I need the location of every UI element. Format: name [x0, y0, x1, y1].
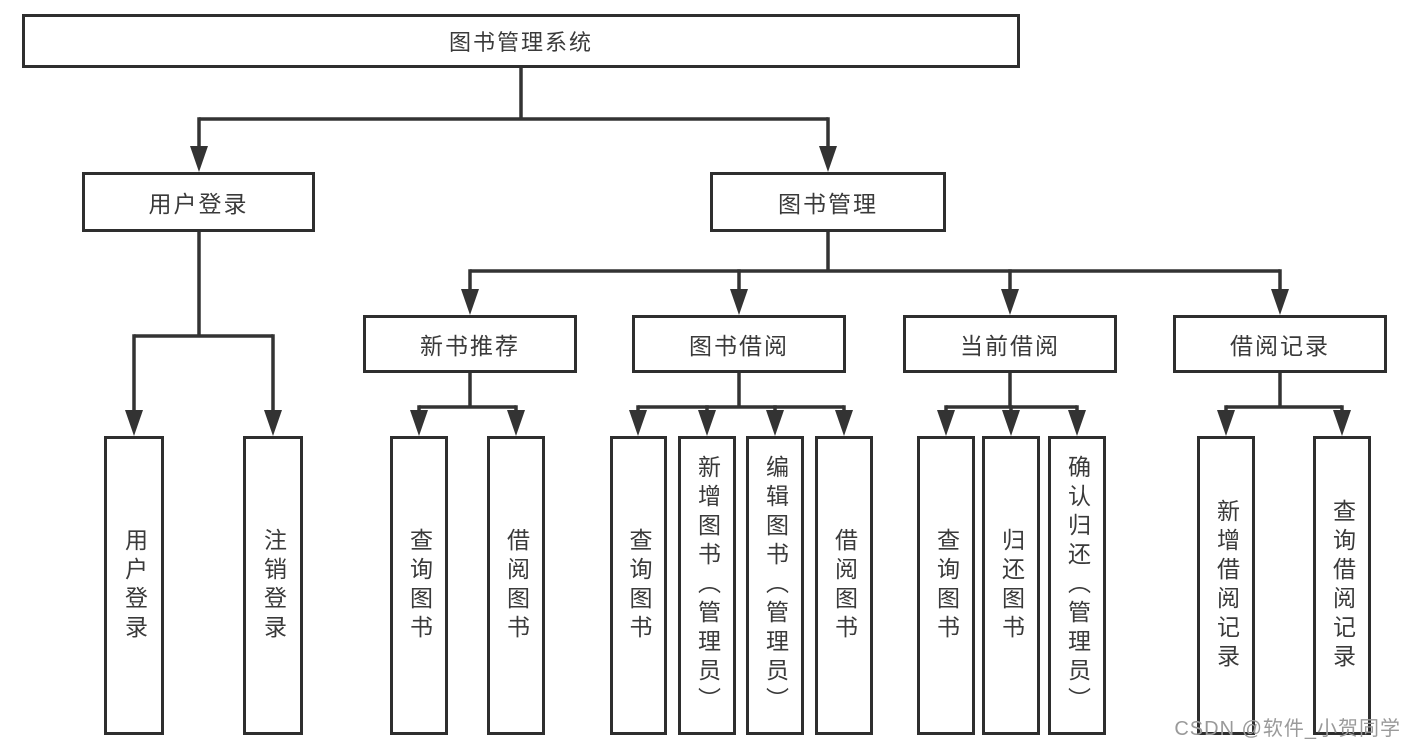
node-label: 新书推荐: [420, 333, 520, 359]
arrowhead-down-icon: [1271, 289, 1289, 315]
arrowhead-down-icon: [766, 410, 784, 436]
diagram-node-leaf-newrec-borrow-books: 借阅图书: [487, 436, 545, 735]
diagram-node-module-new-book-recommend: 新书推荐: [363, 315, 577, 373]
arrowhead-down-icon: [937, 410, 955, 436]
node-label: 注销登录: [260, 527, 287, 644]
node-label: 归还图书: [998, 527, 1025, 644]
arrowhead-down-icon: [1333, 410, 1351, 436]
node-label: 借阅记录: [1230, 333, 1330, 359]
arrowhead-down-icon: [461, 289, 479, 315]
diagram-node-module-book-borrowing: 图书借阅: [632, 315, 846, 373]
node-label: 编辑图书（管理员）: [762, 455, 789, 716]
node-label: 图书管理系统: [448, 30, 593, 55]
arrowhead-down-icon: [1001, 289, 1019, 315]
diagram-node-leaf-borrow-add-books: 新增图书（管理员）: [678, 436, 736, 735]
arrowhead-down-icon: [410, 410, 428, 436]
diagram-node-leaf-borrow-borrow-books: 借阅图书: [815, 436, 873, 735]
diagram-node-leaf-user-login: 用户登录: [104, 436, 164, 735]
node-label: 查询图书: [626, 527, 652, 644]
diagram-node-leaf-records-add-record: 新增借阅记录: [1197, 436, 1255, 735]
arrowhead-down-icon: [819, 146, 837, 172]
node-label: 借阅图书: [503, 527, 530, 644]
diagram-node-module-borrowing-records: 借阅记录: [1173, 315, 1387, 373]
diagram-node-module-current-borrowing: 当前借阅: [903, 315, 1117, 373]
diagram-node-module-user-login: 用户登录: [82, 172, 315, 232]
diagram-node-leaf-newrec-query-books: 查询图书: [390, 436, 448, 735]
arrowhead-down-icon: [1217, 410, 1235, 436]
node-label: 新增图书（管理员）: [694, 455, 721, 716]
node-label: 用户登录: [148, 191, 249, 217]
arrowhead-down-icon: [125, 410, 143, 436]
node-label: 借阅图书: [831, 527, 858, 644]
node-label: 当前借阅: [960, 333, 1060, 359]
node-label: 查询图书: [406, 527, 433, 644]
arrowhead-down-icon: [835, 410, 853, 436]
diagram-node-leaf-borrow-edit-books: 编辑图书（管理员）: [746, 436, 804, 735]
csdn-watermark: CSDN @软件_小贺同学: [1174, 718, 1401, 740]
diagram-node-root: 图书管理系统: [22, 14, 1020, 68]
arrowhead-down-icon: [629, 410, 647, 436]
arrowhead-down-icon: [1068, 410, 1086, 436]
arrowhead-down-icon: [730, 289, 748, 315]
arrowhead-down-icon: [264, 410, 282, 436]
arrowhead-down-icon: [698, 410, 716, 436]
diagram-node-leaf-logout: 注销登录: [243, 436, 303, 735]
node-label: 查询借阅记录: [1329, 498, 1356, 673]
diagram-node-leaf-current-return-books: 归还图书: [982, 436, 1040, 735]
diagram-node-leaf-borrow-query-books: 查询图书: [610, 436, 667, 735]
node-label: 图书管理: [778, 191, 878, 217]
node-label: 查询图书: [933, 527, 960, 644]
node-label: 新增借阅记录: [1213, 498, 1240, 673]
diagram-node-module-book-management: 图书管理: [710, 172, 946, 232]
arrowhead-down-icon: [190, 146, 208, 172]
node-label: 确认归还（管理员）: [1064, 455, 1091, 716]
diagram-node-leaf-current-confirm-return: 确认归还（管理员）: [1048, 436, 1106, 735]
diagram-node-leaf-current-query-books: 查询图书: [917, 436, 975, 735]
node-label: 用户登录: [121, 527, 148, 644]
arrowhead-down-icon: [1002, 410, 1020, 436]
node-label: 图书借阅: [689, 333, 789, 359]
diagram-node-leaf-records-query-record: 查询借阅记录: [1313, 436, 1371, 735]
arrowhead-down-icon: [507, 410, 525, 436]
